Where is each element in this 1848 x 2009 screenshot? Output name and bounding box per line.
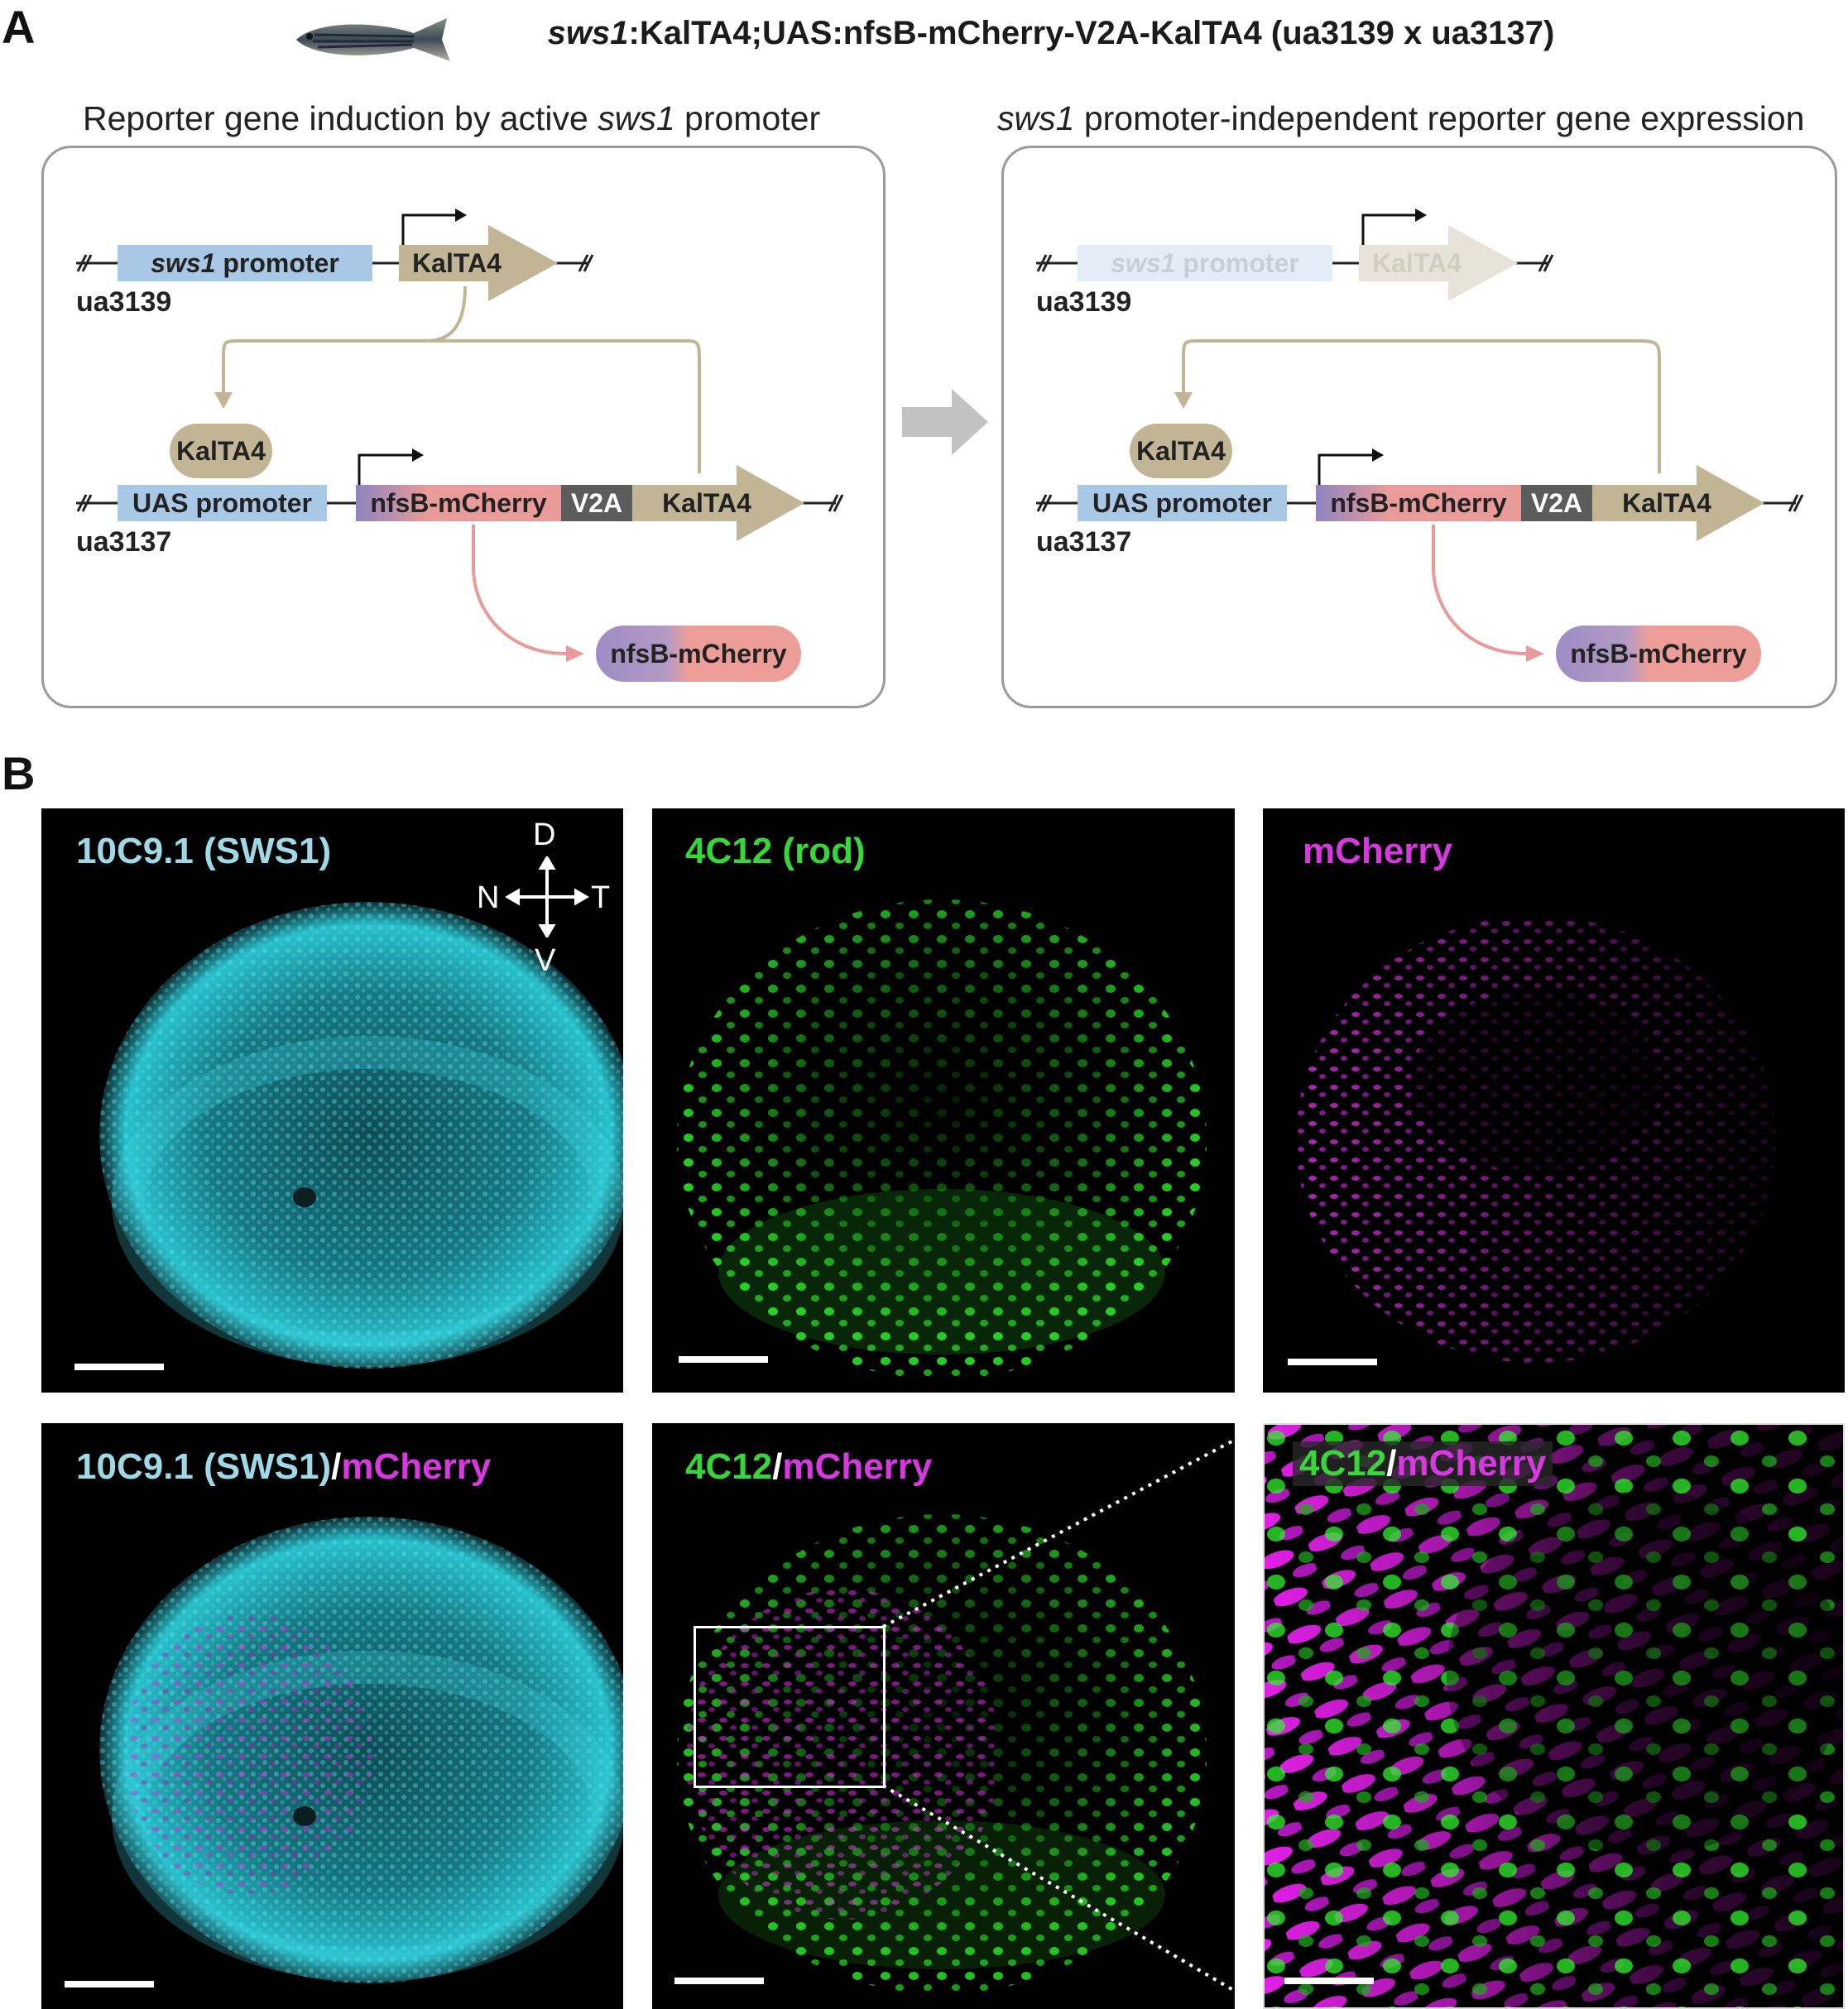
panel-letter-b: B xyxy=(2,747,36,799)
label-sws1: 10C9.1 (SWS1) xyxy=(76,831,332,871)
zoom-connector-lines xyxy=(881,1423,1265,2009)
label-zoom: 4C12/mCherry xyxy=(1293,1441,1553,1486)
left-schematic-box xyxy=(41,146,886,708)
label-merge-rod-mcherry: 4C12/mCherry xyxy=(685,1446,933,1487)
retina-sws1-image xyxy=(99,902,623,1369)
allele-ua3139: ua3139 xyxy=(76,286,172,318)
sws1-promoter-label: sws1 promoter xyxy=(151,248,339,278)
allele-ua3137-right: ua3137 xyxy=(1036,526,1132,558)
kalta4-protein xyxy=(170,424,272,478)
uas-promoter-label: UAS promoter xyxy=(132,488,312,518)
micrograph-zoom xyxy=(1263,1423,1845,2009)
kalta4-gene-label-right-2: KalTA4 xyxy=(1622,488,1711,518)
kalta4-gene-arrow xyxy=(399,225,558,301)
transition-arrow-icon xyxy=(902,389,988,455)
retina-zoom-image xyxy=(1265,1425,1843,2007)
uas-promoter-label-right: UAS promoter xyxy=(1092,488,1272,518)
label-mcherry: mCherry xyxy=(1303,831,1452,871)
scale-bar-1 xyxy=(74,1364,164,1370)
micrograph-sws1 xyxy=(41,808,623,1393)
scale-bar-2 xyxy=(679,1356,768,1363)
sws1-promoter-block xyxy=(118,245,372,281)
orientation-temporal: T xyxy=(591,880,611,915)
orientation-dorsal: D xyxy=(533,818,556,852)
micrograph-mcherry xyxy=(1263,808,1845,1393)
figure-title: sws1:KalTA4;UAS:nfsB-mCherry-V2A-KalTA4 … xyxy=(547,15,1555,51)
nfsb-mcherry-label-right: nfsB-mCherry xyxy=(1330,488,1507,518)
right-construct-diagram xyxy=(1036,209,1804,682)
retina-merge1-image xyxy=(99,1517,623,1983)
label-merge-sws1-mcherry: 10C9.1 (SWS1)/mCherry xyxy=(76,1446,492,1487)
left-construct-diagram xyxy=(76,209,844,682)
scale-bar-5 xyxy=(674,1978,764,1984)
left-subtitle: Reporter gene induction by active sws1 p… xyxy=(83,99,821,137)
nfsb-mcherry-protein xyxy=(596,626,801,682)
retina-mcherry-image xyxy=(1296,916,1776,1363)
kalta4-protein-label-right: KalTA4 xyxy=(1136,436,1226,466)
product-label: nfsB-mCherry xyxy=(610,639,787,669)
product-label-right: nfsB-mCherry xyxy=(1570,639,1747,669)
allele-ua3139-right: ua3139 xyxy=(1036,286,1132,318)
sws1-promoter-label-faded: sws1 promoter xyxy=(1111,248,1299,278)
retina-rod-image xyxy=(677,899,1207,1379)
micrograph-rod xyxy=(652,808,1235,1393)
scale-bar-4 xyxy=(65,1981,154,1987)
kalta4-protein-label: KalTA4 xyxy=(176,436,266,466)
nfsb-mcherry-label: nfsB-mCherry xyxy=(370,488,547,518)
kalta4-gene-label: KalTA4 xyxy=(412,248,502,278)
micrograph-merge-rod-mcherry xyxy=(652,1423,1235,2009)
orientation-compass-icon xyxy=(505,856,589,937)
micrograph-merge-sws1-mcherry xyxy=(41,1423,623,2009)
scale-bar-6 xyxy=(1284,1978,1374,1984)
label-rod: 4C12 (rod) xyxy=(685,831,866,871)
orientation-ventral: V xyxy=(535,943,556,978)
retina-merge2-image xyxy=(677,1514,1207,1994)
panel-letter-a: A xyxy=(2,1,36,53)
kalta4-gene-label-2: KalTA4 xyxy=(662,488,751,518)
right-subtitle: sws1 promoter-independent reporter gene … xyxy=(997,99,1805,137)
kalta4-gene-label-faded: KalTA4 xyxy=(1372,248,1462,278)
orientation-nasal: N xyxy=(477,880,500,915)
right-schematic-box xyxy=(1001,146,1837,708)
zebrafish-icon xyxy=(296,18,450,61)
v2a-label-right: V2A xyxy=(1530,488,1583,518)
allele-ua3137: ua3137 xyxy=(76,526,172,558)
zoom-inset-box xyxy=(694,1626,886,1788)
v2a-label: V2A xyxy=(570,488,623,518)
scale-bar-3 xyxy=(1288,1359,1377,1365)
